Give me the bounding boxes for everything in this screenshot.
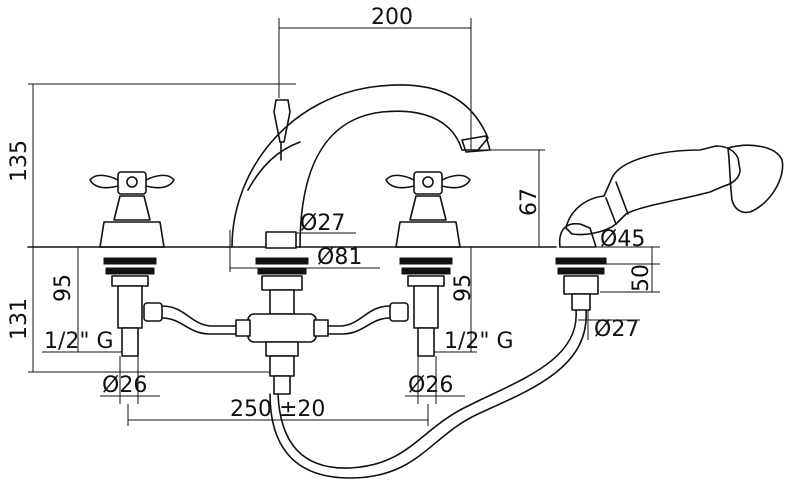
left-cross-handle bbox=[89, 171, 175, 248]
label-total-height: 135 bbox=[7, 140, 32, 182]
label-spout-inner-diameter: Ø27 bbox=[300, 211, 345, 236]
dimension-labels: 200 135 67 Ø27 Ø81 Ø45 131 95 95 50 Ø27 … bbox=[7, 5, 654, 422]
label-connection-right: 1/2" G bbox=[444, 329, 514, 354]
label-hose-outlet-diameter: Ø27 bbox=[594, 317, 639, 342]
label-valve-length-left: 95 bbox=[51, 274, 76, 302]
label-handset-tail-length: 50 bbox=[629, 264, 654, 292]
label-valve-centres: 250 ±20 bbox=[230, 397, 325, 422]
spout bbox=[231, 84, 491, 248]
label-base-diameter: Ø81 bbox=[317, 245, 362, 270]
left-valve-body bbox=[103, 257, 237, 357]
label-connection-left: 1/2" G bbox=[44, 329, 114, 354]
right-valve-body bbox=[327, 257, 453, 357]
handset-and-hose bbox=[269, 144, 784, 479]
label-handset-base-diameter: Ø45 bbox=[600, 227, 645, 252]
center-spout-body bbox=[235, 231, 329, 395]
label-valve-diameter-left: Ø26 bbox=[102, 373, 147, 398]
right-cross-handle bbox=[385, 171, 471, 248]
label-spout-reach: 200 bbox=[371, 5, 413, 30]
label-valve-diameter-right: Ø26 bbox=[408, 373, 453, 398]
label-spout-height: 67 bbox=[517, 188, 542, 216]
label-valve-length-right: 95 bbox=[451, 274, 476, 302]
label-below-deck-depth: 131 bbox=[7, 298, 32, 340]
